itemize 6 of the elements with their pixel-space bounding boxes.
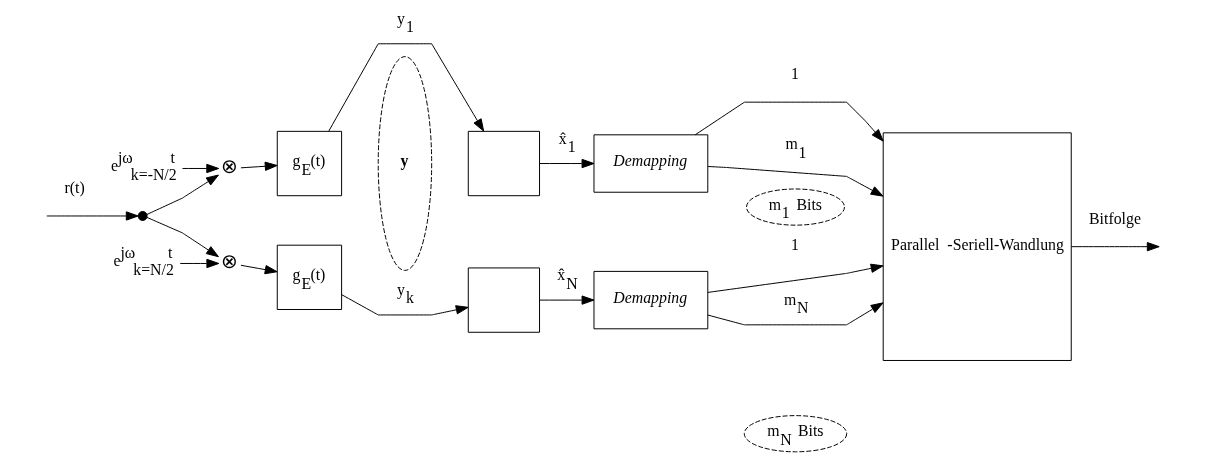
edge-label: 1 (790, 65, 799, 83)
node-text: ⊗ (220, 155, 238, 178)
edge-label: 1 (790, 236, 799, 254)
edge-label: r(t) (63, 179, 85, 197)
node-text: ⊗ (220, 250, 238, 273)
edge-label: Bitfolge (1088, 209, 1141, 227)
